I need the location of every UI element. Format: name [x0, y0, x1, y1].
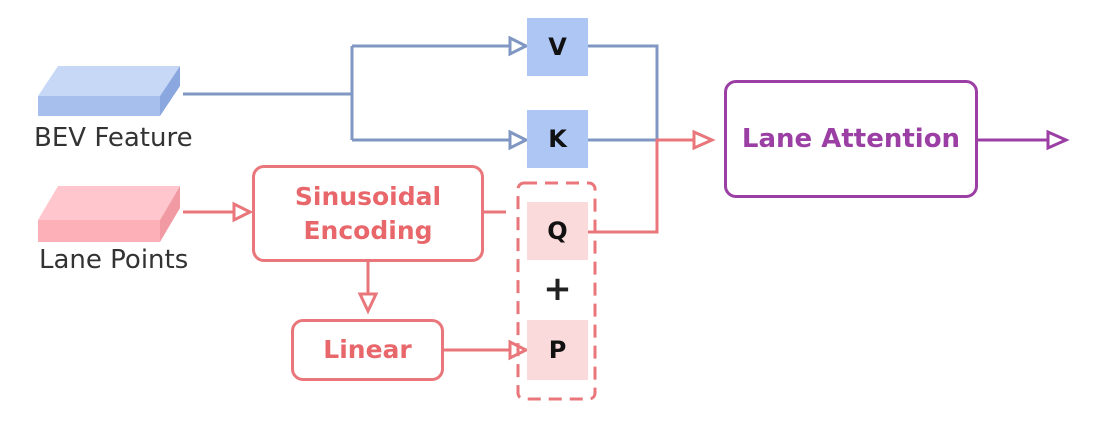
sinusoidal-encoding-line1: Sinusoidal — [294, 181, 442, 211]
sinusoidal-encoding-line2: Encoding — [303, 215, 433, 245]
lane-points-label: Lane Points — [39, 245, 189, 275]
sinusoidal-encoding-block: Sinusoidal Encoding — [252, 165, 484, 262]
query-position-group-frame — [516, 181, 597, 401]
lane-attention-block: Lane Attention — [724, 80, 978, 198]
bev-feature-label: BEV Feature — [34, 123, 193, 153]
key-token: K — [527, 110, 588, 168]
lane-points-slab-icon — [38, 186, 180, 242]
attention-output-arrow — [978, 129, 1070, 151]
encoding-to-linear-arrow — [357, 262, 379, 315]
lane-to-encoding-arrow — [183, 201, 254, 223]
query-token: Q — [527, 202, 588, 260]
position-token: P — [527, 320, 588, 380]
linear-block: Linear — [291, 319, 444, 381]
bev-to-vk-connector — [183, 35, 530, 151]
linear-to-p-arrow — [444, 339, 530, 361]
bev-feature-slab-icon — [38, 66, 180, 116]
plus-sign: + — [543, 269, 572, 309]
vk-to-attention-connector — [588, 44, 659, 142]
q-to-attention-arrow — [588, 129, 716, 234]
value-token: V — [527, 18, 588, 76]
